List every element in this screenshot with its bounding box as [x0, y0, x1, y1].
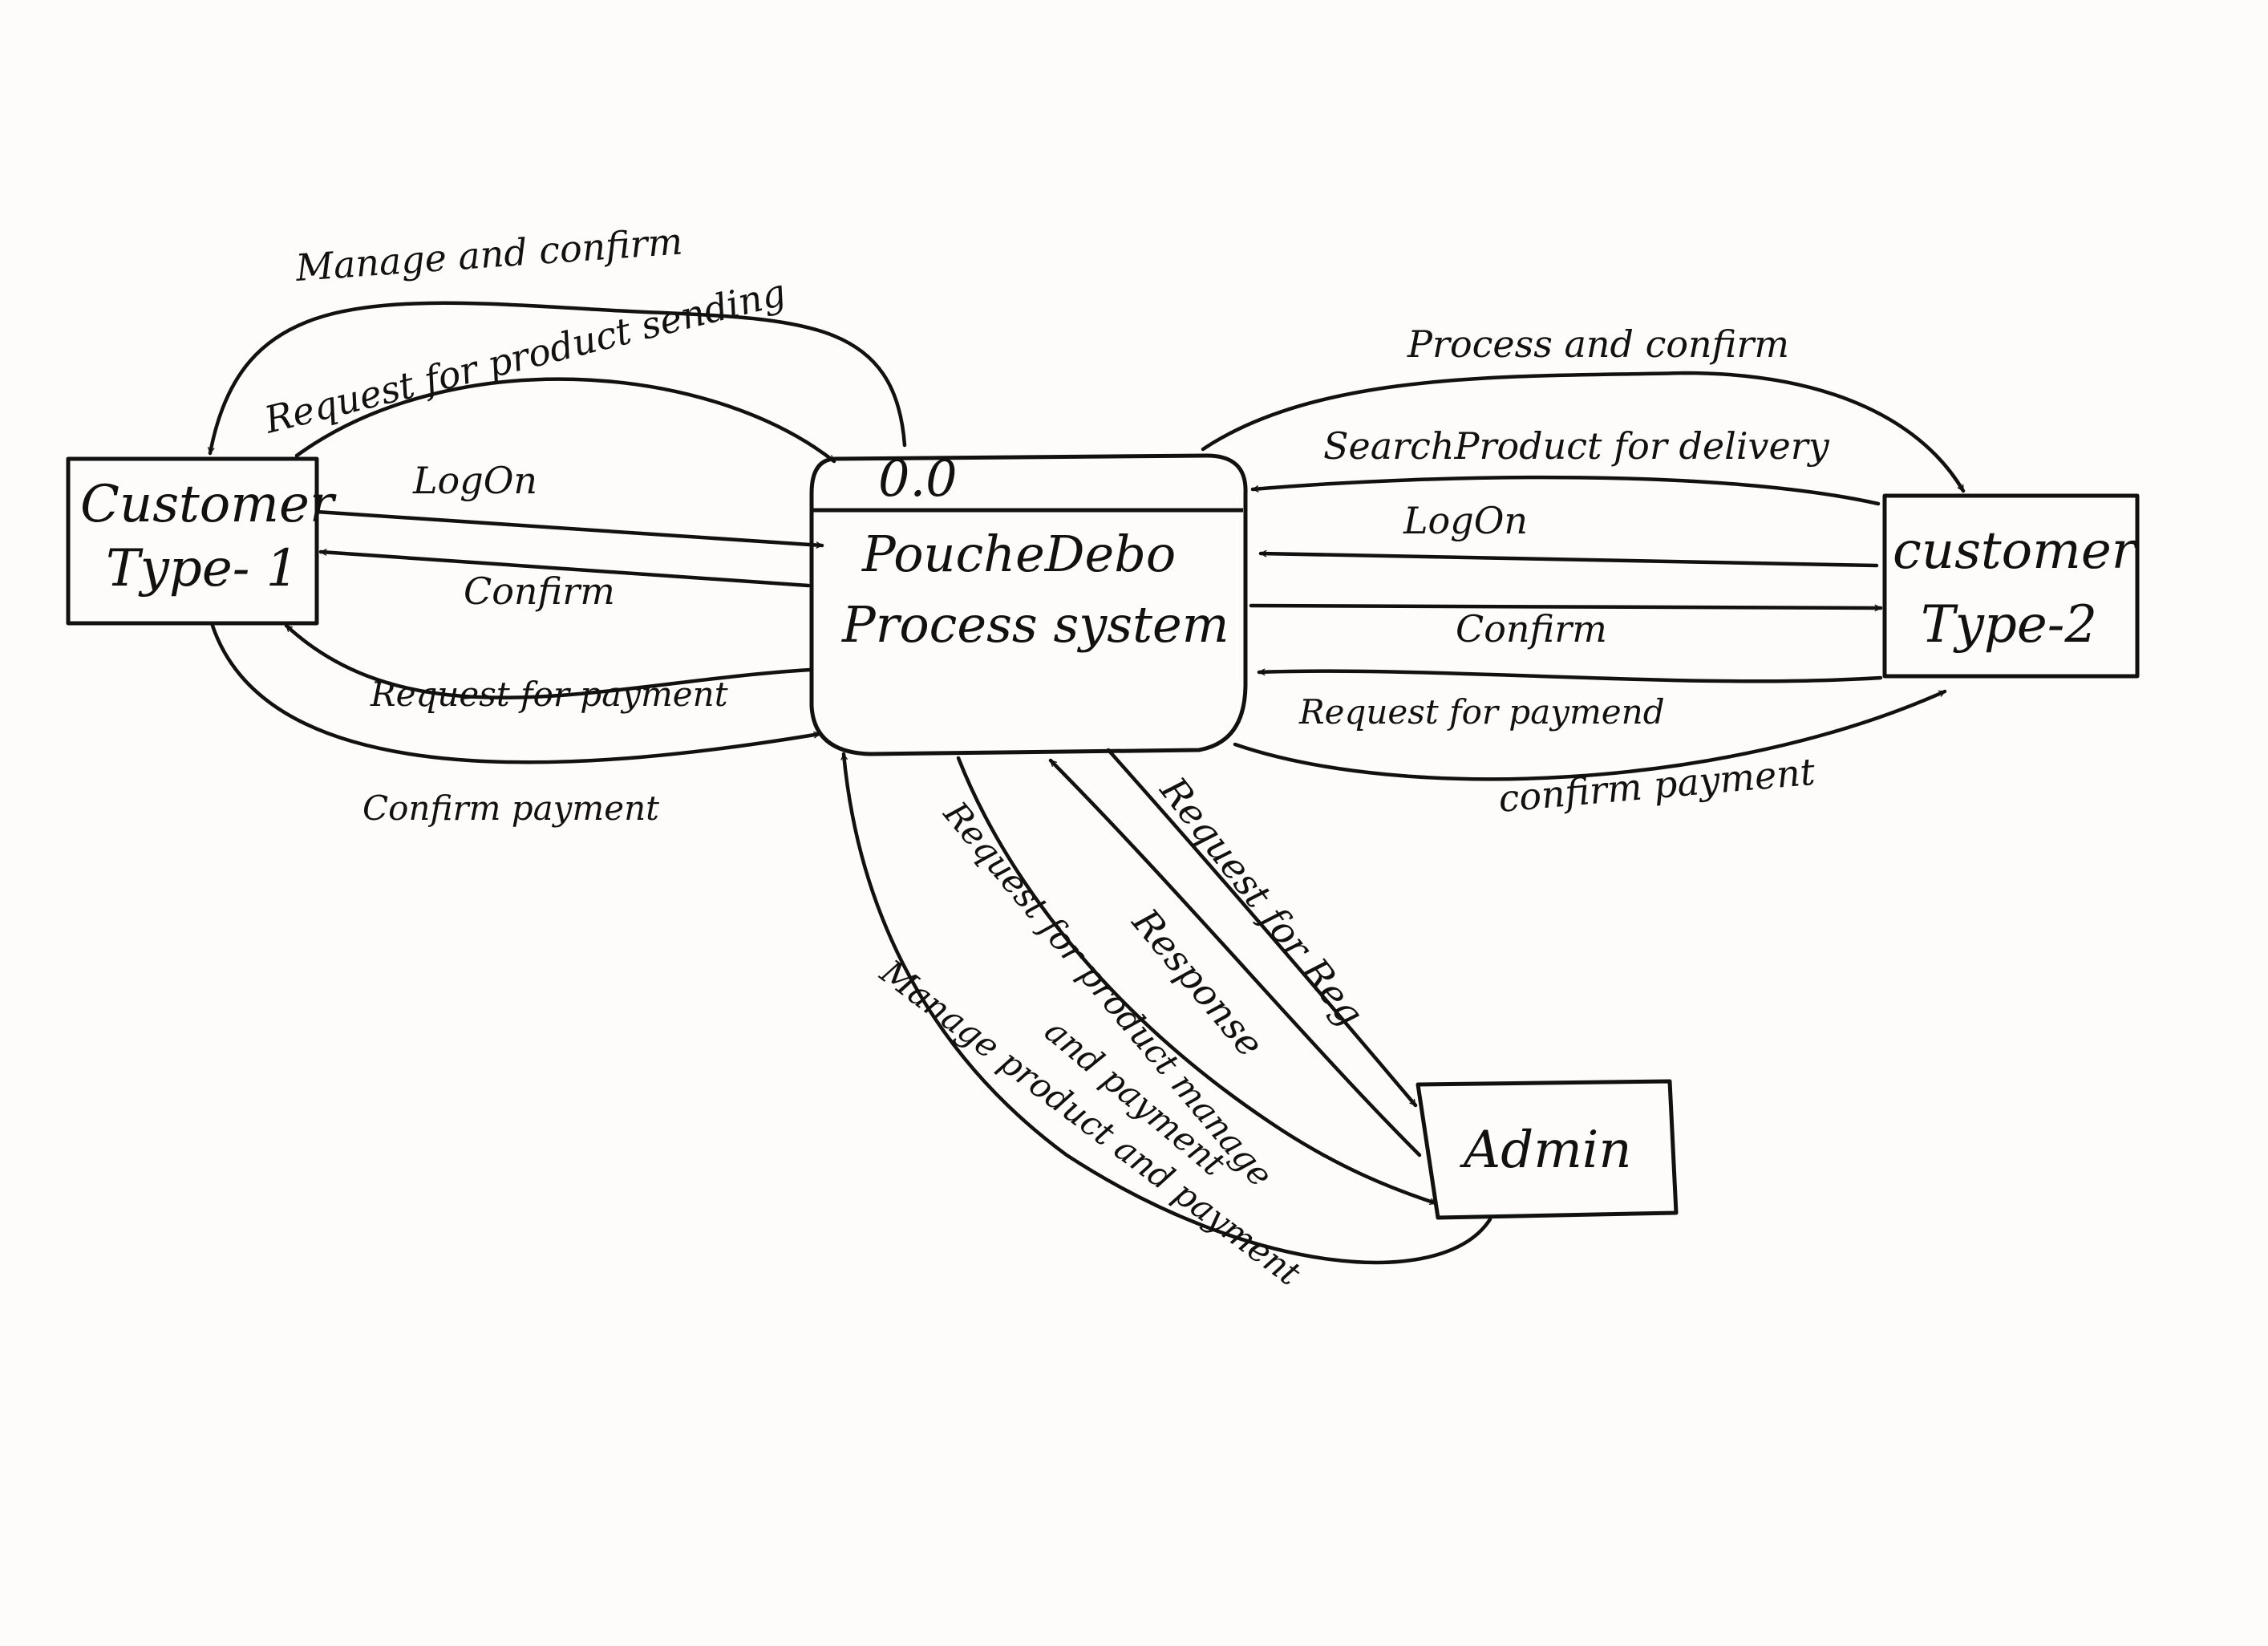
entity-customer-type-1[interactable]: Customer Type- 1	[66, 456, 337, 626]
customer1-box	[66, 456, 319, 626]
flow-c1-request-product-sending	[294, 377, 836, 464]
label-c1-confirm-payment: Confirm payment	[362, 789, 659, 828]
process-name-line2: Process system	[841, 595, 1229, 654]
flow-c2-process-confirm	[1201, 371, 1966, 493]
flow-c1-manage-confirm	[208, 301, 907, 456]
flow-c2-search-product	[1250, 475, 1881, 506]
process-id: 0.0	[878, 449, 958, 508]
flow-admin-response	[1048, 758, 1422, 1157]
customer2-label-line2: Type-2	[1921, 595, 2097, 655]
flow-admin-request-reg	[1106, 748, 1418, 1108]
flow-c2-confirm	[1249, 603, 1883, 612]
label-c2-confirm: Confirm	[1456, 607, 1607, 651]
customer1-label-line1: Customer	[80, 475, 337, 534]
entity-customer-type-2[interactable]: customer Type-2	[1882, 493, 2140, 679]
flow-c2-request-payment	[1257, 668, 1883, 683]
flow-admin-request-manage	[956, 756, 1438, 1206]
label-c2-request-payment: Request for paymend	[1298, 692, 1665, 732]
label-c2-search-product: SearchProduct for delivery	[1323, 424, 1830, 468]
flow-c1-confirm-payment	[210, 623, 822, 764]
flow-c2-confirm-payment	[1233, 689, 1947, 781]
admin-box	[1415, 1079, 1679, 1220]
process-0-0[interactable]: 0.0 PoucheDebo Process system	[809, 449, 1248, 756]
process-name-line1: PoucheDebo	[861, 525, 1176, 583]
label-c2-process-confirm: Process and confirm	[1407, 322, 1789, 366]
customer2-label-line1: customer	[1893, 521, 2139, 581]
flow-c2-logon	[1258, 549, 1879, 568]
customer1-label-line2: Type- 1	[106, 539, 298, 598]
label-c1-logon: LogOn	[412, 459, 537, 502]
label-c1-request-payment: Request for payment	[370, 675, 728, 714]
customer2-box	[1882, 493, 2140, 679]
entity-admin[interactable]: Admin	[1415, 1079, 1679, 1220]
admin-label: Admin	[1460, 1121, 1632, 1180]
flow-c1-confirm	[318, 549, 811, 588]
flow-admin-manage-product	[840, 752, 1492, 1265]
label-c1-confirm: Confirm	[464, 570, 615, 613]
process-outline	[809, 453, 1248, 756]
flow-c1-request-payment	[284, 623, 812, 699]
label-c2-logon: LogOn	[1403, 499, 1528, 542]
flow-c1-logon	[314, 509, 824, 549]
